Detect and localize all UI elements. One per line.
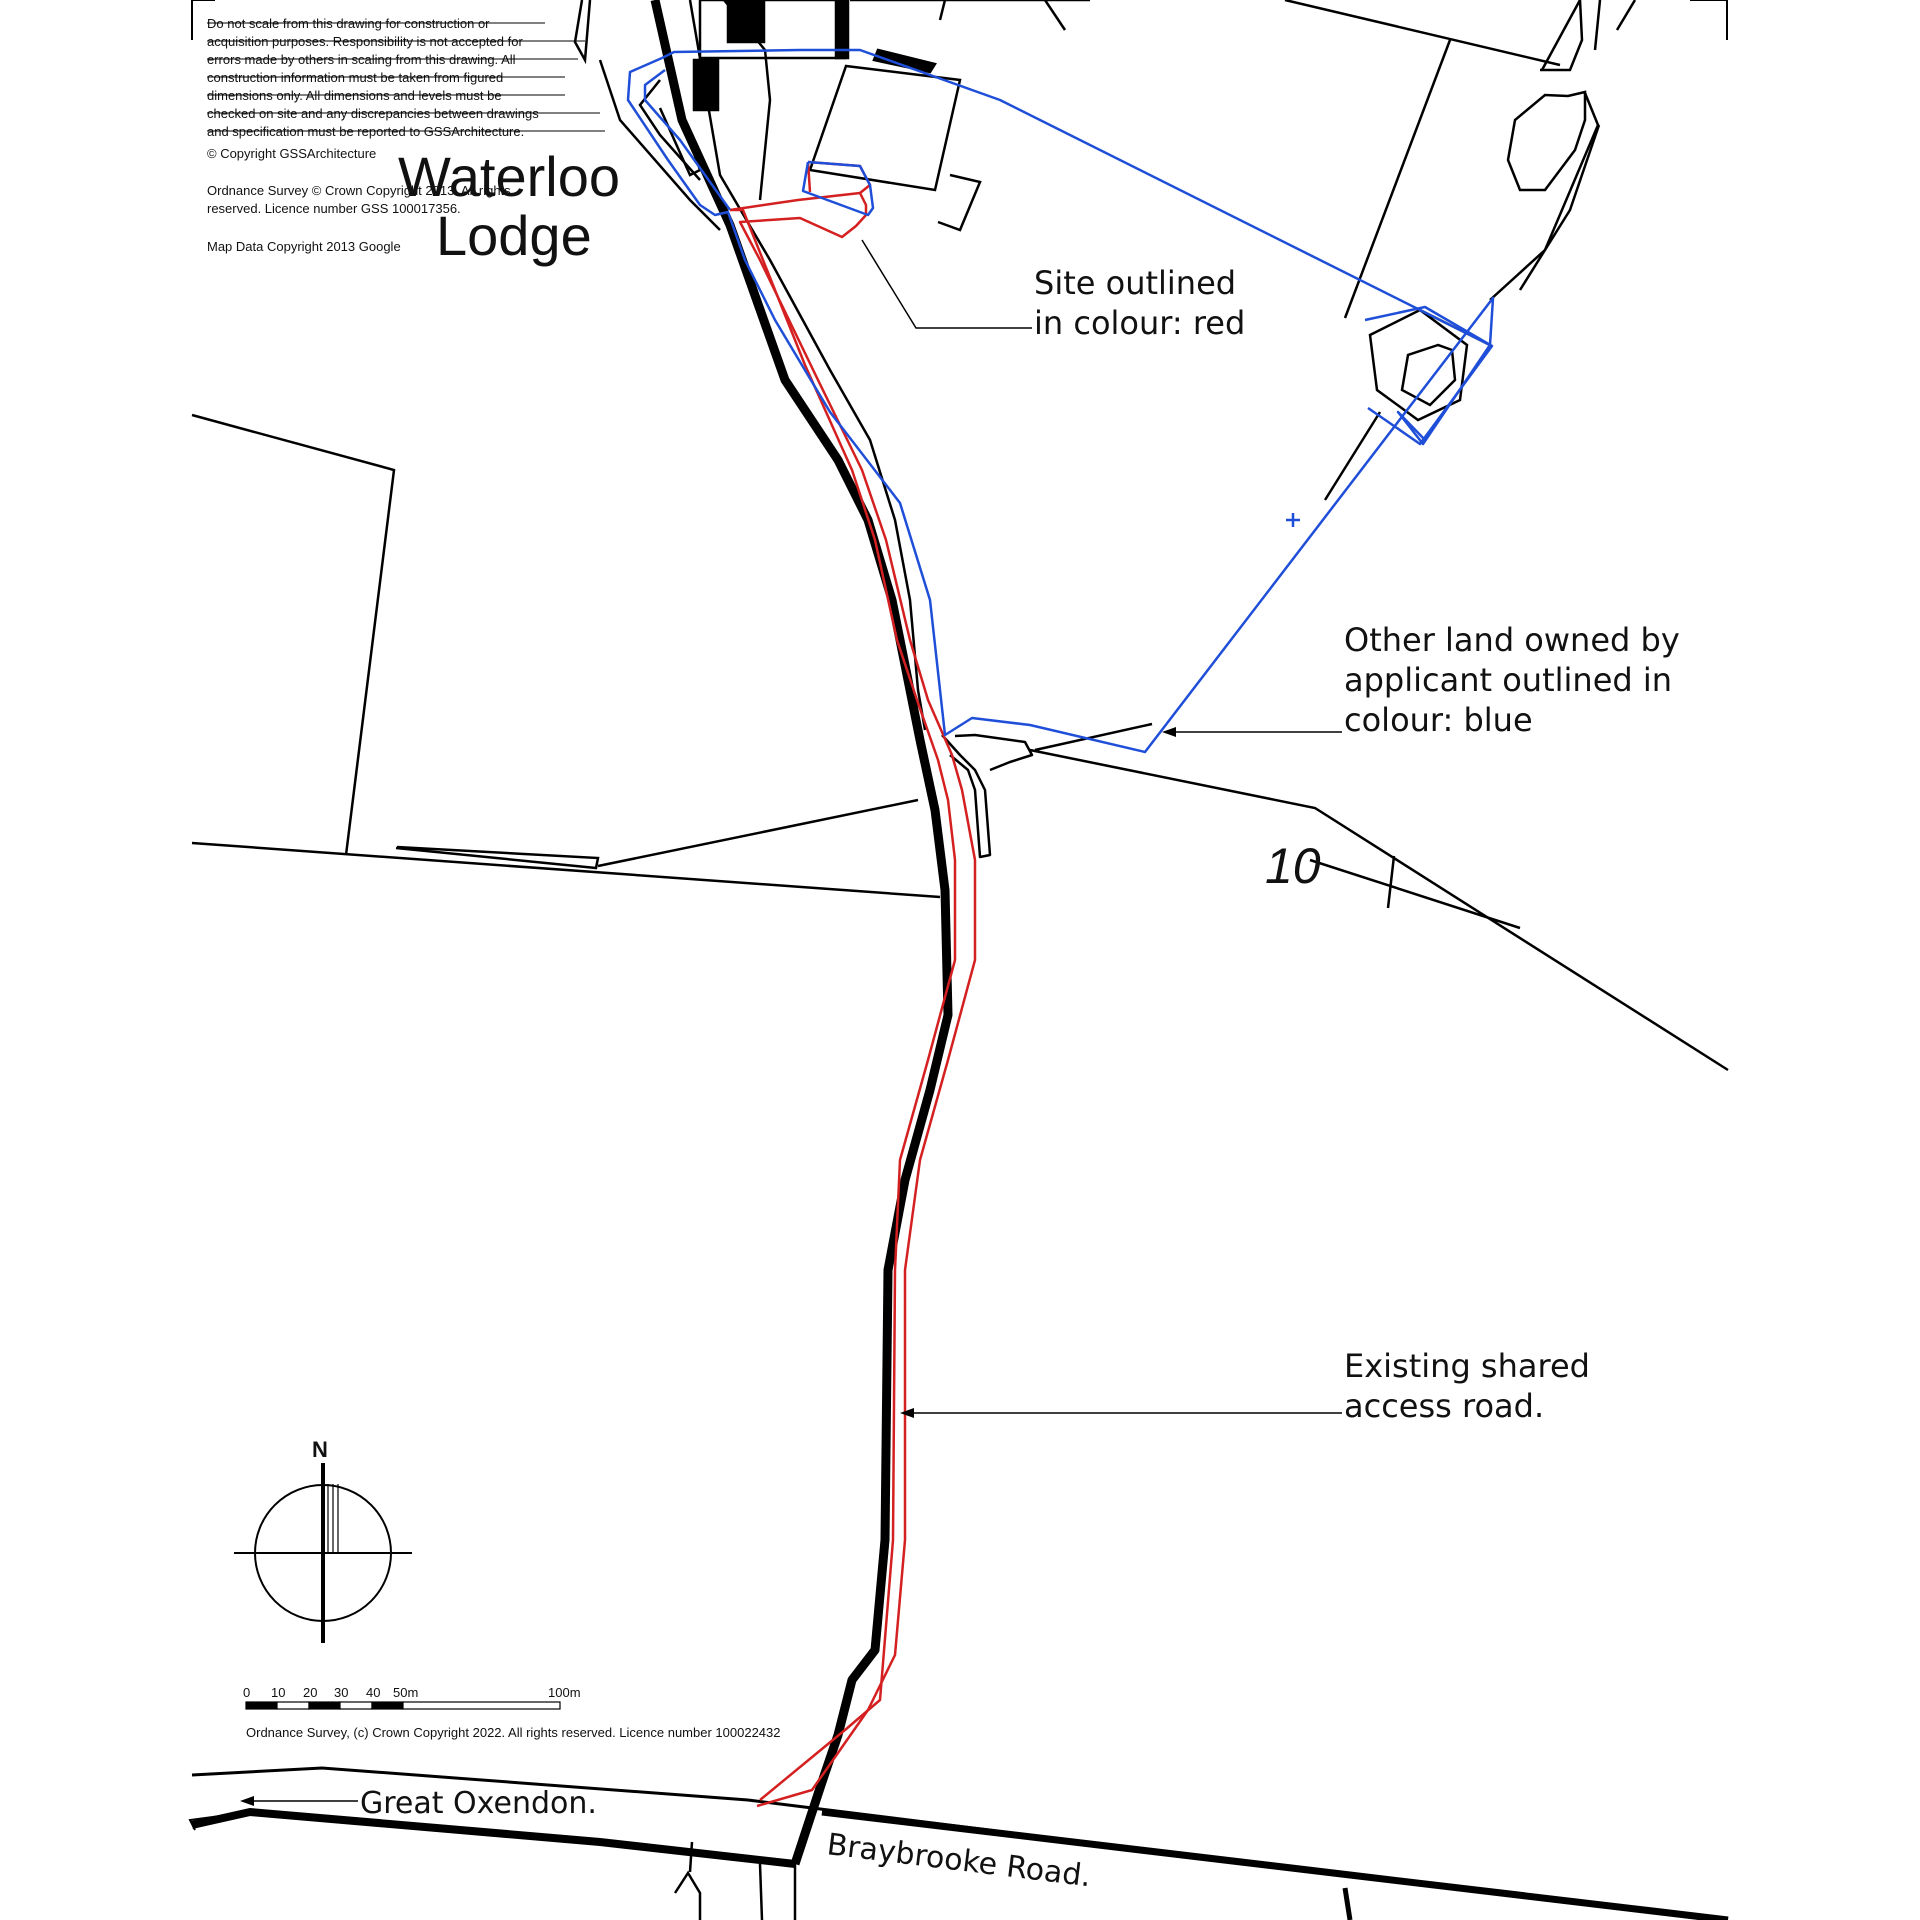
track-edges — [573, 0, 772, 231]
frame-marks — [191, 0, 1728, 40]
scale-bar: 0 10 20 30 40 50m 100m Ordnance Survey, … — [243, 1685, 781, 1740]
great-oxendon-label: Great Oxendon. — [360, 1786, 597, 1821]
north-arrow-head — [327, 1484, 339, 1553]
leader-arrowheads — [240, 727, 1176, 1806]
place-name-lodge: Lodge — [436, 204, 592, 267]
map-data-credit: Map Data Copyright 2013 Google — [207, 239, 401, 254]
copyright-line: © Copyright GSSArchitecture — [207, 146, 376, 161]
leader-lines — [245, 239, 1342, 1802]
road-label-line-2: access road. — [1344, 1387, 1544, 1425]
site-label-line-1: Site outlined — [1034, 264, 1236, 302]
os-credit-2022: Ordnance Survey, (c) Crown Copyright 202… — [246, 1725, 781, 1740]
os-licence-line-1: Ordnance Survey © Crown Copyright 2013. … — [207, 183, 511, 198]
ponds — [1323, 0, 1602, 501]
place-name-waterloo: Waterloo — [398, 145, 620, 208]
north-arrow — [234, 1463, 412, 1643]
other-land-label-line-2: applicant outlined in — [1344, 661, 1672, 699]
scale-tick-10: 10 — [271, 1685, 285, 1700]
other-land-label-line-3: colour: blue — [1344, 701, 1533, 739]
north-label: N — [312, 1437, 328, 1462]
road-label-line-1: Existing shared — [1344, 1347, 1590, 1385]
other-land-outline-blue — [626, 48, 1495, 754]
disclaimer-strikes — [207, 22, 605, 132]
site-label-line-2: in colour: red — [1034, 304, 1245, 342]
scale-tick-20: 20 — [303, 1685, 317, 1700]
os-licence-line-2: reserved. Licence number GSS 100017356. — [207, 201, 461, 216]
scale-tick-40: 40 — [366, 1685, 380, 1700]
scale-tick-50m: 50m — [393, 1685, 418, 1700]
disclaimer-block: Do not scale from this drawing for const… — [207, 16, 605, 254]
other-land-label-line-1: Other land owned by — [1344, 621, 1680, 659]
scale-tick-30: 30 — [334, 1685, 348, 1700]
scale-tick-100m: 100m — [548, 1685, 581, 1700]
field-number: 10 — [1265, 838, 1321, 894]
scale-tick-0: 0 — [243, 1685, 250, 1700]
field-boundaries — [191, 0, 1729, 1072]
boundary-marker — [1286, 513, 1300, 527]
buildings — [658, 0, 982, 232]
braybrooke-road — [188, 1766, 1729, 1920]
scale-bar-segments — [245, 1701, 561, 1710]
